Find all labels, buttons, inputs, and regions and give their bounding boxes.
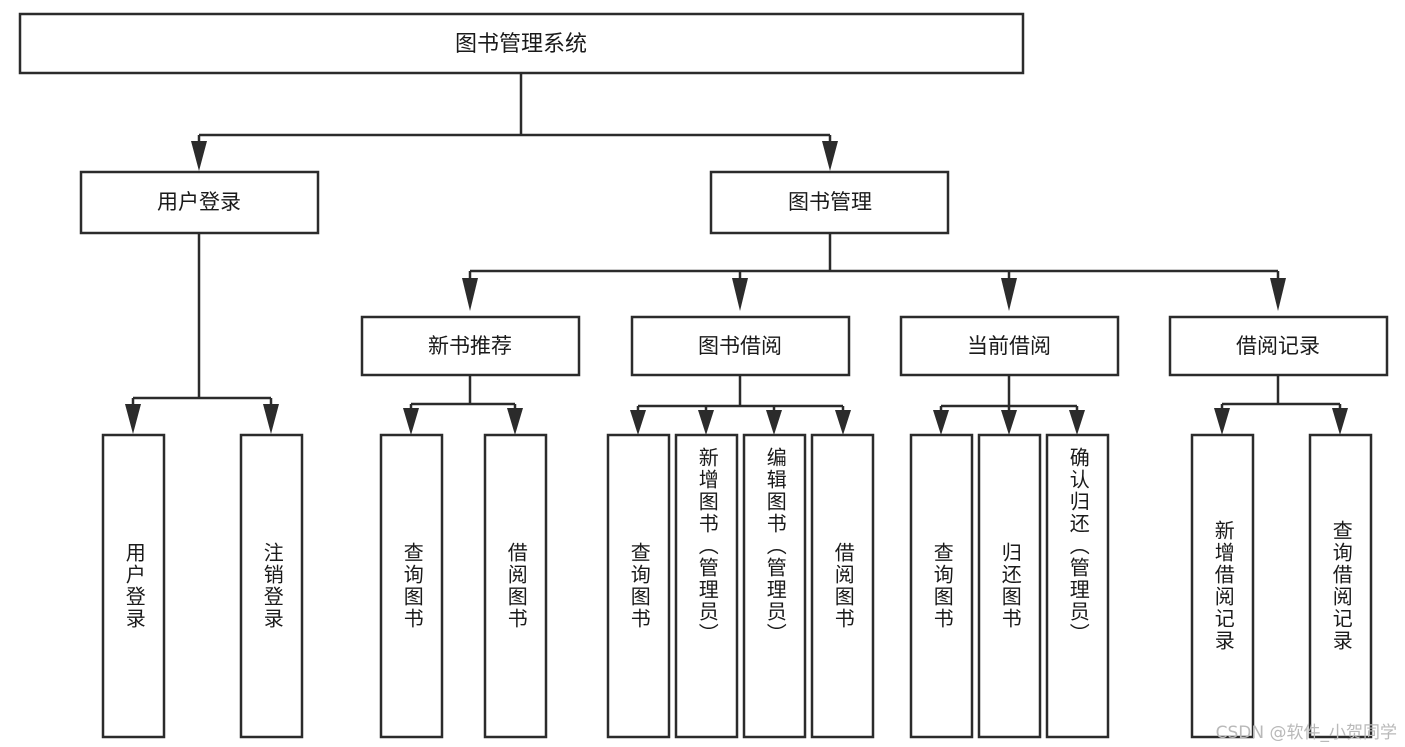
node-box-leaf-bb-query[interactable] — [606, 433, 671, 739]
connectors-layer — [125, 73, 1348, 435]
arrow-to-borrow-record — [1270, 278, 1286, 311]
node-box-current-borrow[interactable] — [899, 315, 1120, 377]
node-box-leaf-cb-return[interactable] — [977, 433, 1042, 739]
node-box-leaf-nr-query[interactable] — [379, 433, 444, 739]
arrow-to-bb-edit — [766, 410, 782, 435]
watermark-text: CSDN @软件_小贺同学 — [1215, 723, 1397, 743]
arrow-to-leaf-user-login — [125, 404, 141, 434]
arrow-to-br-query — [1332, 408, 1348, 435]
arrow-to-current-borrow — [1001, 278, 1017, 311]
node-box-new-rec[interactable] — [360, 315, 581, 377]
node-label-root: 图书管理系统 — [455, 32, 587, 57]
arrow-to-nr-query — [403, 408, 419, 435]
arrow-to-new-rec — [462, 278, 478, 311]
node-box-leaf-bb-edit[interactable] — [742, 433, 807, 739]
node-box-leaf-br-query[interactable] — [1308, 433, 1373, 739]
arrow-to-leaf-logout — [263, 404, 279, 434]
node-label-user-login: 用户登录 — [157, 190, 241, 214]
node-box-leaf-cb-query[interactable] — [909, 433, 974, 739]
node-label-borrow-record: 借阅记录 — [1236, 334, 1320, 358]
node-box-leaf-logout[interactable] — [239, 433, 304, 739]
node-box-root[interactable] — [18, 12, 1025, 75]
arrow-to-bb-add — [698, 410, 714, 435]
arrow-to-br-add — [1214, 408, 1230, 435]
arrow-to-book-mgmt — [822, 141, 838, 171]
node-box-leaf-br-add[interactable] — [1190, 433, 1255, 739]
node-box-borrow-record[interactable] — [1168, 315, 1389, 377]
arrow-to-nr-borrow — [507, 408, 523, 435]
node-box-leaf-user-login[interactable] — [101, 433, 166, 739]
node-box-leaf-nr-borrow[interactable] — [483, 433, 548, 739]
node-label-current-borrow: 当前借阅 — [967, 334, 1051, 358]
arrow-to-bb-borrow — [835, 410, 851, 435]
node-box-leaf-cb-confirm[interactable] — [1045, 433, 1110, 739]
node-label-book-borrow: 图书借阅 — [698, 334, 782, 358]
arrow-to-book-borrow — [732, 278, 748, 311]
node-label-book-mgmt: 图书管理 — [788, 190, 872, 214]
node-box-book-mgmt[interactable] — [709, 170, 950, 235]
arrow-to-bb-query — [630, 410, 646, 435]
arrow-to-cb-confirm — [1069, 410, 1085, 435]
node-box-user-login[interactable] — [79, 170, 320, 235]
node-box-book-borrow[interactable] — [630, 315, 851, 377]
arrow-to-cb-query — [933, 410, 949, 435]
node-box-leaf-bb-borrow[interactable] — [810, 433, 875, 739]
nodes-layer: 图书管理系统 用户登录 图书管理 新书推荐 图书借阅 当前借阅 借阅记录 — [18, 12, 1389, 739]
arrow-to-user-login — [191, 141, 207, 171]
node-box-leaf-bb-add[interactable] — [674, 433, 739, 739]
arrow-to-cb-return — [1001, 410, 1017, 435]
node-label-new-rec: 新书推荐 — [428, 334, 512, 358]
